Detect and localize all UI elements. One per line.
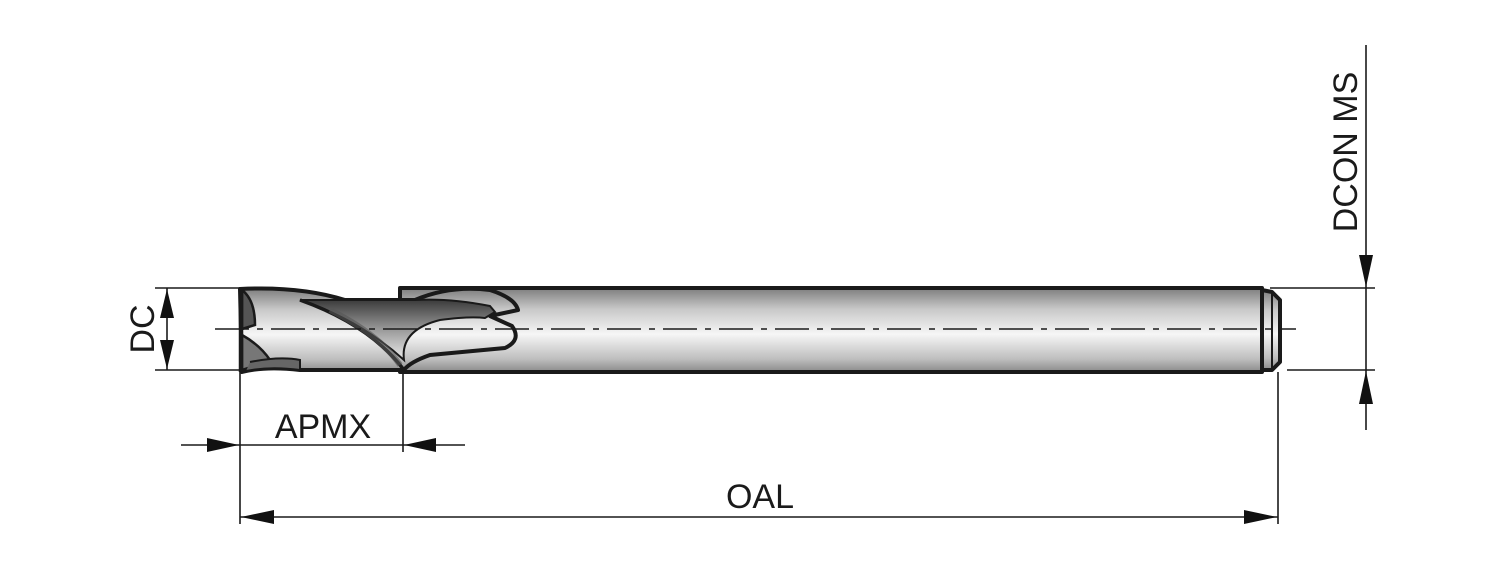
arrow-icon [160,340,174,369]
oal-dimension: OAL [240,372,1279,524]
arrow-icon [1359,255,1373,287]
arrow-icon [1244,510,1277,524]
apmx-label: APMX [275,408,371,446]
arrow-icon [160,289,174,318]
tool-flutes [238,286,520,374]
oal-label: OAL [726,478,794,516]
apmx-dimension: APMX [181,372,465,524]
arrow-icon [207,438,239,452]
arrow-icon [1359,371,1373,404]
arrow-icon [404,438,436,452]
dcon-label: DCON MS [1327,72,1365,233]
arrow-icon [241,510,274,524]
dc-label: DC [124,304,162,353]
dc-dimension: DC [124,287,240,371]
tool-shank [398,286,1282,374]
dcon-dimension: DCON MS [1270,45,1375,430]
